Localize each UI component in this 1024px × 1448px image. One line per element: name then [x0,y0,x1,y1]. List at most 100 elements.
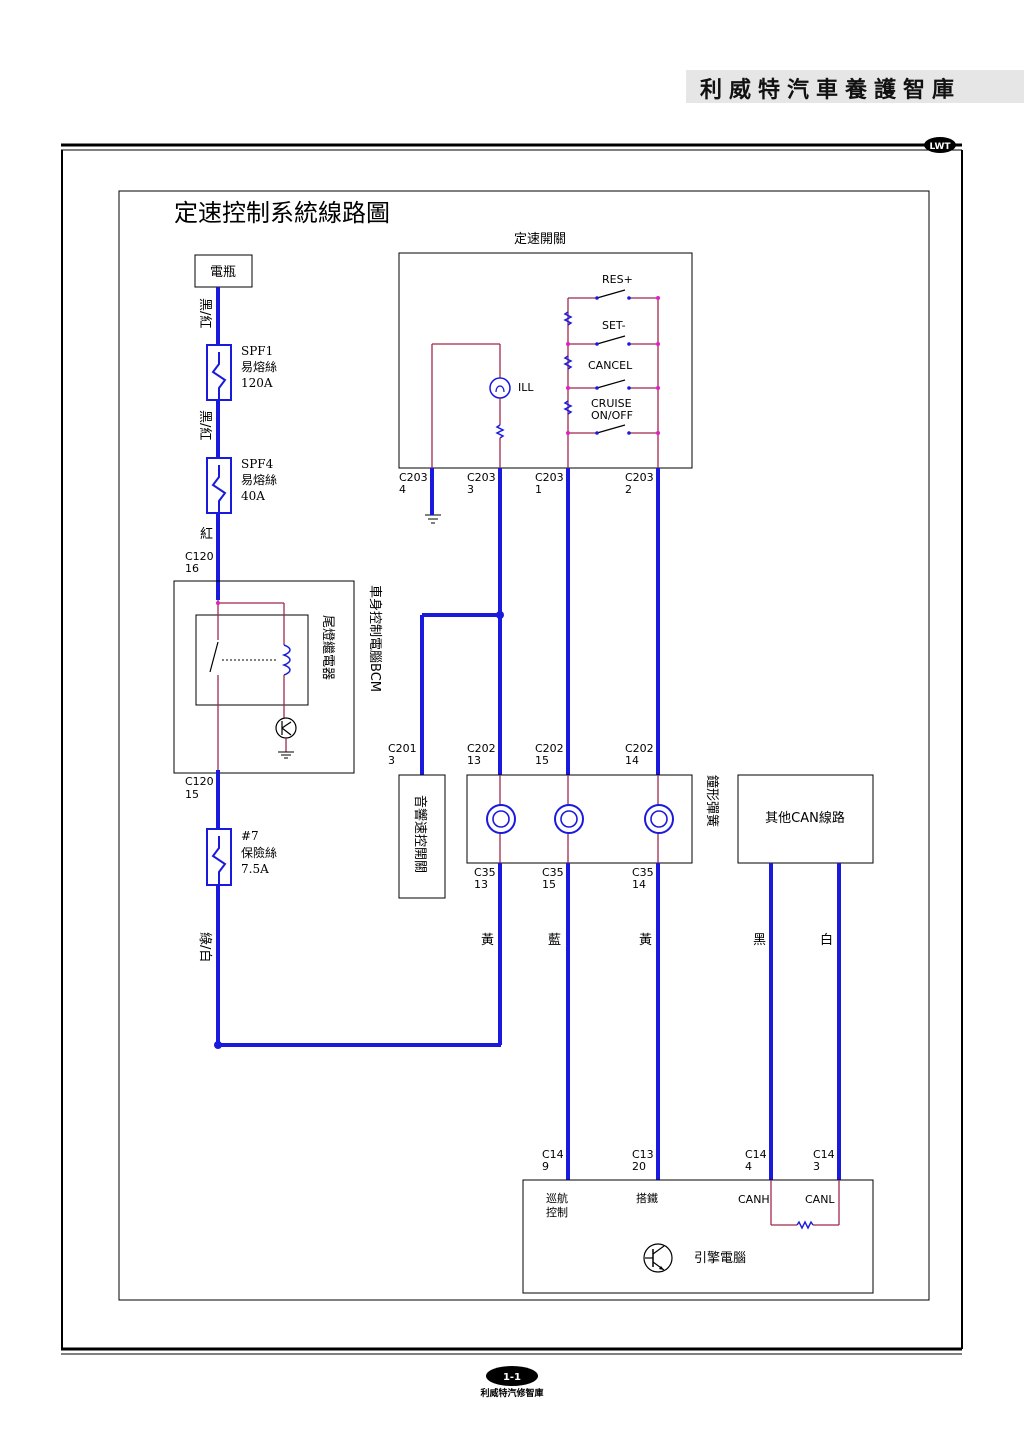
footer-brand: 利威特汽修智庫 [479,1387,543,1399]
ground-c203-4 [425,514,441,524]
ecm-box [522,1179,874,1294]
switch-set-minus: SET- [602,319,626,332]
fuse-spf1-rating: 120A [241,376,273,390]
conn-c203-3-b: 3 [467,483,474,496]
junction-dot [214,1041,222,1049]
conn-c203-2-a: C203 [625,471,654,484]
clock-spring-label: 鐘形彈簧 [704,775,720,827]
can-termination-resistor [770,1180,840,1230]
conn-c120-15-a: C120 [185,775,214,788]
conn-c203-3-a: C203 [467,471,496,484]
bcm-label: 車身控制電腦BCM [367,585,383,692]
wire-color-yellow-2: 黃 [639,933,652,948]
fuse-spf1 [206,344,232,401]
conn-c201-3-a: C201 [388,742,417,755]
ecm-name: 引擎電腦 [694,1251,746,1266]
clock-spring-box [466,774,693,864]
horn-switch-box [398,774,446,899]
conn-c13-20-b: 20 [632,1160,646,1173]
conn-c14-9-a: C14 [542,1148,564,1161]
conn-c202-14-a: C202 [625,742,654,755]
diagram-title: 定速控制系統線路圖 [174,199,390,227]
conn-c120-15-b: 15 [185,788,199,801]
conn-c203-4-b: 4 [399,483,406,496]
fuse-spf4-name: SPF4 [241,457,274,471]
conn-c14-3-b: 3 [813,1160,820,1173]
wire-color-yellow-1: 黃 [481,933,494,948]
tail-relay-box [195,614,309,706]
conn-c120-16-a: C120 [185,550,214,563]
conn-c14-9-b: 9 [542,1160,549,1173]
tail-relay-circuit [209,600,297,775]
battery-box [194,254,253,288]
header-band [686,70,1024,103]
switch-on-off: ON/OFF [591,409,633,422]
junction-c203-3 [496,611,504,619]
conn-c120-16-b: 16 [185,562,199,575]
horn-switch-label: 音響速控開關 [412,795,428,873]
switch-ladder [563,289,660,470]
ecm-canl-label: CANL [805,1193,835,1206]
conn-c13-20-a: C13 [632,1148,654,1161]
ill-lamp-label: ILL [518,381,534,394]
wire-color-white: 白 [820,932,833,948]
fuse-7-name: #7 [241,829,259,843]
wire-color-green-white: 綠/白 [197,932,213,962]
tail-relay-label: 尾燈繼電器 [320,615,335,680]
page-frame [61,143,963,1355]
switch-res-plus: RES+ [602,273,633,286]
wire-color-black-red-2: 黑/紅 [197,410,212,440]
header-title: 利威特汽車養護智庫 [700,78,962,103]
conn-c203-1-a: C203 [535,471,564,484]
fuse-spf4-type: 易熔絲 [241,472,277,487]
wire-color-blue: 藍 [548,933,561,948]
cruise-switch-title: 定速開關 [514,232,566,247]
conn-c201-3-b: 3 [388,754,395,767]
fuse-7 [206,828,232,886]
conn-c14-4-b: 4 [745,1160,752,1173]
logo-badge: LWT [924,137,956,153]
conn-c35-14-a: C35 [632,866,654,879]
conn-c14-4-a: C14 [745,1148,767,1161]
ecm-canh-label: CANH [738,1193,770,1206]
conn-c202-13-b: 13 [467,754,481,767]
conn-c35-13-b: 13 [474,878,488,891]
conn-c14-3-a: C14 [813,1148,835,1161]
ecm-transistor-icon [643,1243,673,1273]
conn-c202-13-a: C202 [467,742,496,755]
bcm-box [173,580,355,774]
battery-label: 電瓶 [210,265,236,280]
other-can-box [737,774,874,864]
svg-text:LWT: LWT [929,142,951,152]
fuse-spf4 [206,457,232,514]
conn-c203-2-b: 2 [625,483,632,496]
switch-cruise: CRUISE [591,397,632,410]
ecm-cruise-label-2: 控制 [546,1205,568,1219]
cruise-switch-box [398,252,693,469]
fuse-spf4-rating: 40A [241,489,265,503]
fuse-spf1-type: 易熔絲 [241,359,277,374]
ecm-cruise-label-1: 巡航 [546,1191,568,1205]
wire-color-black-red-1: 黑/紅 [197,298,212,328]
fuse-7-rating: 7.5A [241,862,269,876]
wire-color-red: 紅 [200,527,213,542]
ill-lamp-circuit [431,343,511,515]
conn-c202-15-a: C202 [535,742,564,755]
other-can-label: 其他CAN線路 [765,810,845,826]
clock-spring-coils [486,775,674,863]
footer-page-number: 1-1 [503,1372,521,1383]
conn-c203-4-a: C203 [399,471,428,484]
fuse-7-type: 保險絲 [241,845,277,860]
conn-c35-14-b: 14 [632,878,646,891]
switch-cancel: CANCEL [588,359,633,372]
footer-page-badge: 1-1 利威特汽修智庫 [479,1366,544,1399]
conn-c35-15-b: 15 [542,878,556,891]
conn-c35-15-a: C35 [542,866,564,879]
conn-c202-14-b: 14 [625,754,639,767]
conn-c35-13-a: C35 [474,866,496,879]
conn-c202-15-b: 15 [535,754,549,767]
diagram-frame [118,190,930,1301]
fuse-spf1-name: SPF1 [241,344,273,358]
conn-c203-1-b: 1 [535,483,542,496]
